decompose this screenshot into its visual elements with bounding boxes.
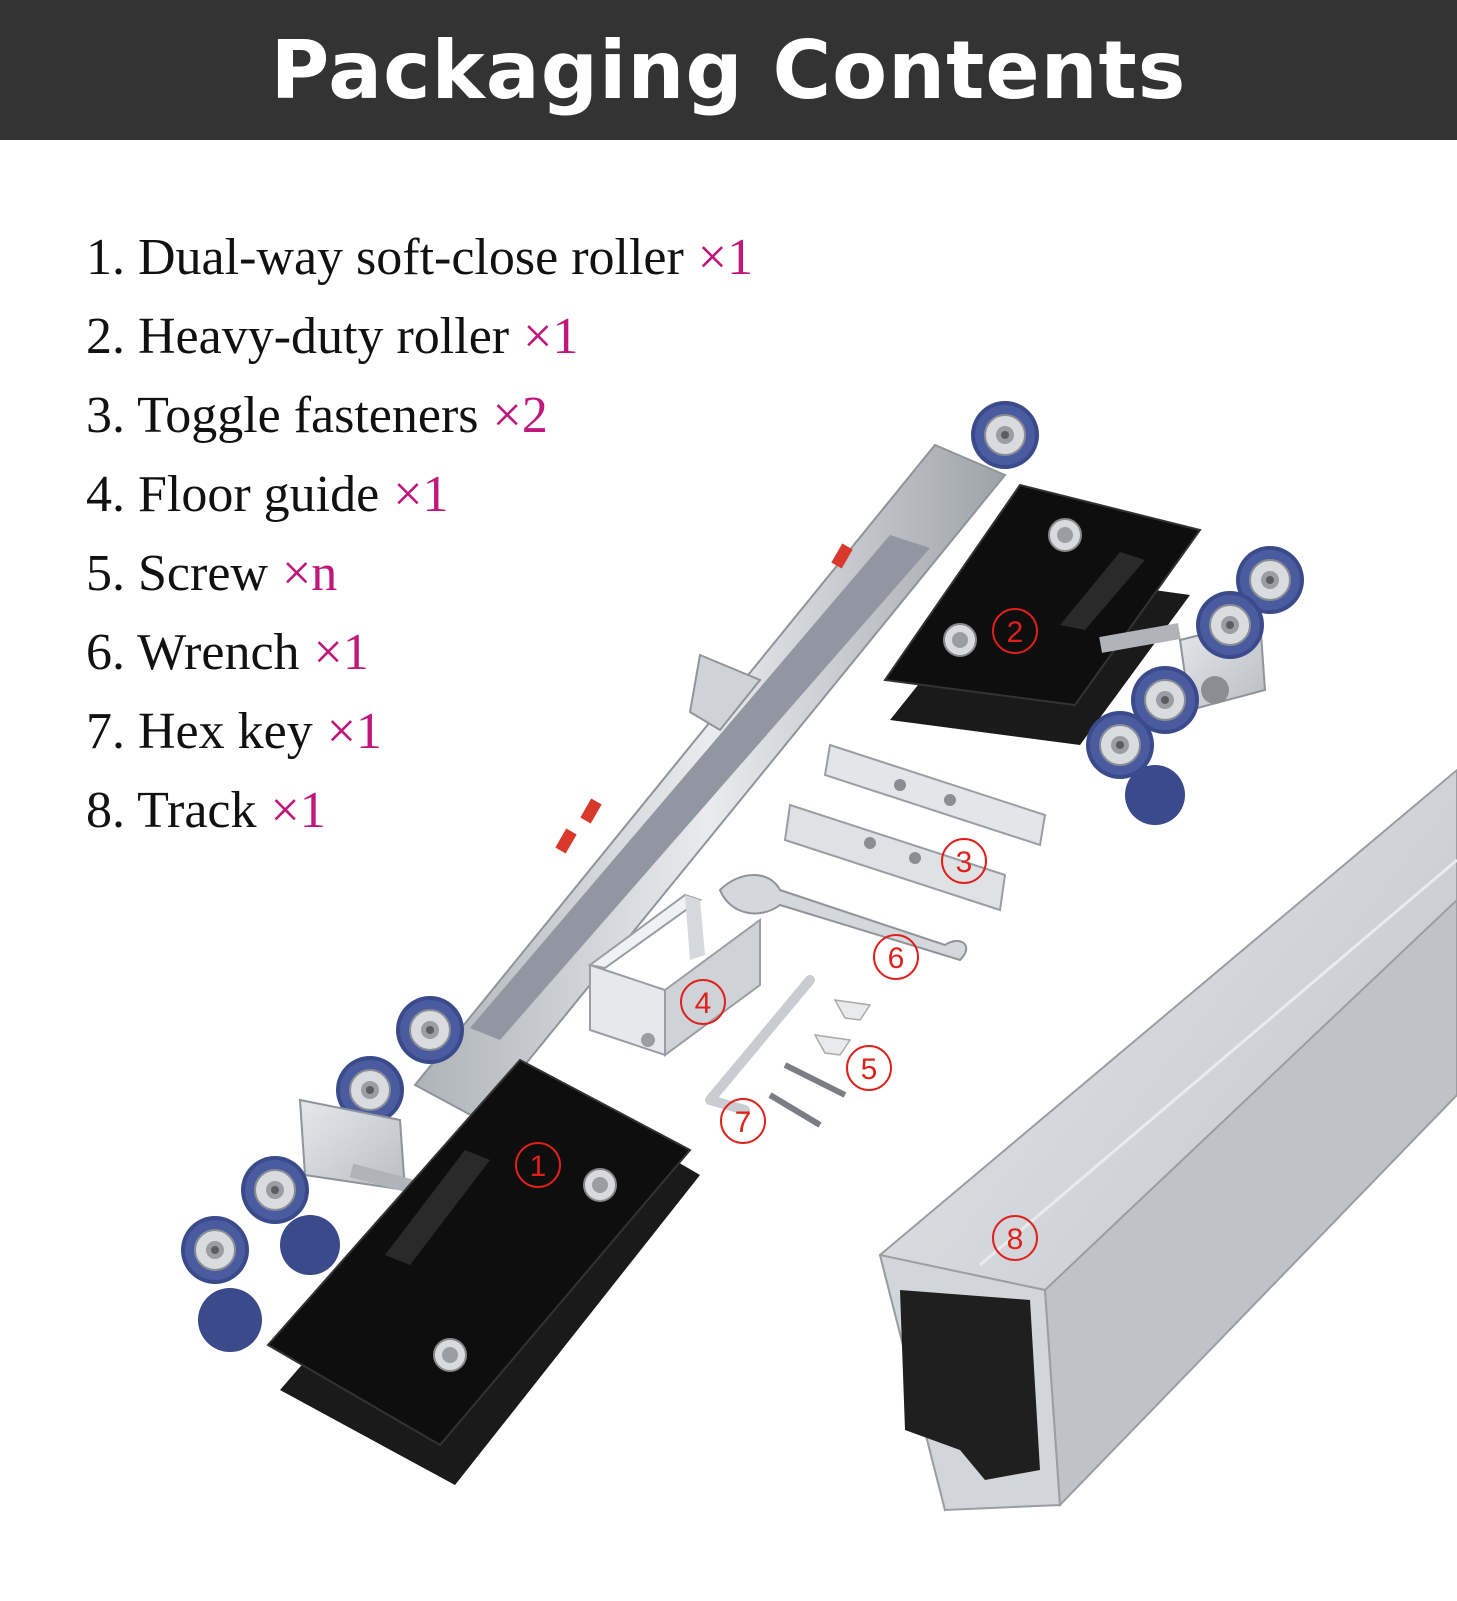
list-item: 6. Wrench×1 [86,613,753,692]
item-quantity: ×1 [523,308,579,365]
callout-markers: 1 2 3 4 5 6 7 8 [515,608,1038,1261]
item-number: 3. [86,387,125,444]
item-name: Toggle fasteners [137,387,479,444]
list-item: 1. Dual-way soft-close roller×1 [86,218,753,297]
item-name: Floor guide [138,466,380,523]
item-quantity: ×1 [393,466,449,523]
item-name: Wrench [137,624,300,681]
item-name: Dual-way soft-close roller [138,229,684,286]
callout-6: 6 [873,934,919,980]
list-item: 3. Toggle fasteners×2 [86,376,753,455]
callout-6-label: 6 [888,942,905,975]
item-number: 6. [86,624,125,681]
track [878,768,1457,1512]
callout-4: 4 [680,979,726,1025]
callout-1-label: 1 [530,1150,547,1183]
item-number: 1. [86,229,125,286]
callout-8: 8 [992,1215,1038,1261]
screws [768,999,872,1128]
list-item: 4. Floor guide×1 [86,455,753,534]
callout-2: 2 [992,608,1038,654]
contents-list: 1. Dual-way soft-close roller×1 2. Heavy… [86,218,753,850]
item-number: 5. [86,545,125,602]
callout-8-label: 8 [1007,1223,1024,1256]
heavy-duty-roller [883,483,1305,825]
callout-5: 5 [846,1045,892,1091]
item-number: 4. [86,466,125,523]
callout-4-label: 4 [695,987,712,1020]
list-item: 7. Hex key×1 [86,692,753,771]
list-item: 5. Screw×n [86,534,753,613]
glass-clamp-1 [266,1058,700,1485]
item-name: Track [137,782,257,839]
item-name: Hex key [138,703,313,760]
item-number: 8. [86,782,125,839]
callout-3-label: 3 [956,846,973,879]
floor-guide [587,893,761,1057]
item-quantity: ×n [281,545,338,602]
callout-1: 1 [515,1142,561,1188]
page-title: Packaging Contents [270,23,1187,117]
item-number: 7. [86,703,125,760]
soft-close-roller [180,400,1040,1352]
callout-3: 3 [941,838,987,884]
hex-key [705,975,815,1115]
callout-7-label: 7 [735,1106,752,1139]
item-name: Screw [138,545,268,602]
callout-2-label: 2 [1007,616,1024,649]
toggle-fasteners [783,743,1047,912]
list-item: 8. Track×1 [86,771,753,850]
item-quantity: ×1 [313,624,369,681]
callout-5-label: 5 [861,1053,878,1086]
item-quantity: ×1 [326,703,383,760]
item-quantity: ×1 [697,229,754,286]
item-name: Heavy-duty roller [138,308,510,365]
callout-7: 7 [720,1098,766,1144]
header-banner: Packaging Contents [0,0,1457,140]
item-quantity: ×1 [270,782,326,839]
list-item: 2. Heavy-duty roller×1 [86,297,753,376]
item-number: 2. [86,308,125,365]
item-quantity: ×2 [492,387,548,444]
wrench [718,874,968,962]
